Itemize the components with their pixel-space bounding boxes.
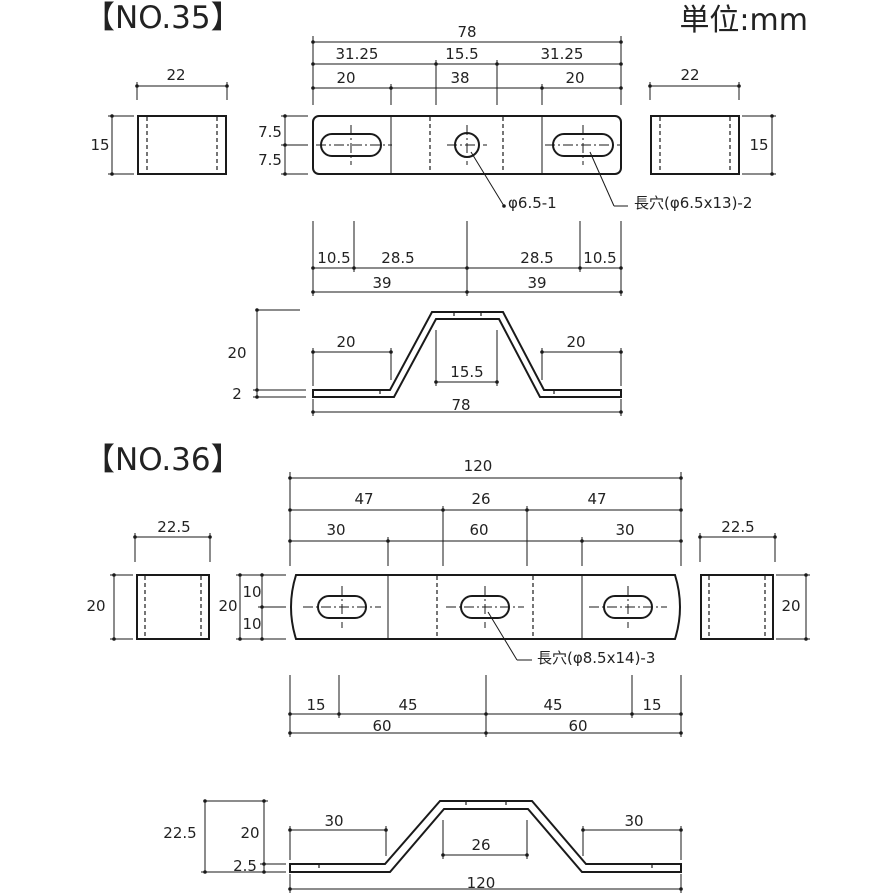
dim-label: 31.25 xyxy=(336,45,379,63)
dim-label: 22 xyxy=(680,66,699,84)
no35-callouts: φ6.5-1 長穴(φ6.5x13)-2 xyxy=(470,151,752,212)
dim-label: 20 xyxy=(781,597,800,615)
dim-label: 15.5 xyxy=(450,363,483,381)
no35-right-side-view: 22 15 xyxy=(648,66,776,176)
dim-overall: 120 xyxy=(464,457,493,475)
dim-label: 39 xyxy=(372,274,391,292)
dim-label: 20 xyxy=(565,69,584,87)
dim-label: 15 xyxy=(90,136,109,154)
dim-label: 22.5 xyxy=(163,824,196,842)
slot-hole-note: 長穴(φ8.5x14)-3 xyxy=(537,649,655,667)
dim-label: 26 xyxy=(471,836,490,854)
dim-label: 38 xyxy=(450,69,469,87)
dim-label: 60 xyxy=(372,717,391,735)
dim-label: 22.5 xyxy=(157,518,190,536)
dim-label: 30 xyxy=(615,521,634,539)
dim-label: 47 xyxy=(587,490,606,508)
dim-label: 30 xyxy=(326,521,345,539)
dim-label: 31.25 xyxy=(541,45,584,63)
dim-label: 30 xyxy=(624,812,643,830)
no36-top-view: 20 10 10 xyxy=(218,573,681,641)
dim-label: 47 xyxy=(354,490,373,508)
dim-label: 30 xyxy=(324,812,343,830)
dim-label: 20 xyxy=(336,333,355,351)
no36-right-side-view: 22.5 20 xyxy=(698,518,810,641)
dim-label: 2 xyxy=(232,385,242,403)
no35-left-side-view: 22 15 xyxy=(90,66,229,176)
dim-label: 20 xyxy=(566,333,585,351)
dim-label: 7.5 xyxy=(258,151,282,169)
dim-label: 20 xyxy=(227,344,246,362)
dim-label: 10.5 xyxy=(583,249,616,267)
dim-label: 10.5 xyxy=(317,249,350,267)
dim-label: 15 xyxy=(306,696,325,714)
no36-middle-dimensions: 15 45 45 15 60 60 xyxy=(288,675,683,737)
dim-label: 15.5 xyxy=(445,45,478,63)
dim-label: 22 xyxy=(166,66,185,84)
no36-callout: 長穴(φ8.5x14)-3 xyxy=(487,611,655,667)
dim-label: 20 xyxy=(86,597,105,615)
no36-top-dimensions: 120 47 26 47 30 60 30 xyxy=(288,457,683,566)
dim-label: 45 xyxy=(398,696,417,714)
dim-label: 60 xyxy=(568,717,587,735)
no36-profile-view: 22.5 20 2.5 30 30 26 120 xyxy=(163,799,683,893)
dim-label: 28.5 xyxy=(381,249,414,267)
unit-label: 単位:mm xyxy=(679,3,808,38)
dim-label: 120 xyxy=(467,874,496,892)
no35-middle-dimensions: 10.5 28.5 28.5 10.5 39 39 xyxy=(311,221,623,296)
no36-title: 【NO.36】 xyxy=(84,442,242,478)
dim-label: 2.5 xyxy=(233,857,257,875)
no35-top-dimensions: 78 31.25 15.5 31.25 20 38 20 xyxy=(311,23,623,105)
dim-label: 22.5 xyxy=(721,518,754,536)
dim-label: 10 xyxy=(242,615,261,633)
dim-label: 15 xyxy=(749,136,768,154)
dim-label: 20 xyxy=(336,69,355,87)
dim-label: 78 xyxy=(451,396,470,414)
no35-top-view: 7.5 7.5 xyxy=(258,114,622,176)
dim-label: 60 xyxy=(469,521,488,539)
dim-overall: 78 xyxy=(457,23,476,41)
dim-label: 15 xyxy=(642,696,661,714)
no35-profile-view: 20 2 20 20 15.5 78 xyxy=(227,308,623,416)
dim-label: 39 xyxy=(527,274,546,292)
dim-label: 20 xyxy=(240,824,259,842)
dim-label: 26 xyxy=(471,490,490,508)
dim-label: 7.5 xyxy=(258,123,282,141)
dim-label: 28.5 xyxy=(520,249,553,267)
dim-label: 10 xyxy=(242,583,261,601)
no36-left-side-view: 22.5 20 xyxy=(86,518,212,641)
no35-title: 【NO.35】 xyxy=(84,0,242,36)
round-hole-note: φ6.5-1 xyxy=(508,194,557,212)
dim-label: 20 xyxy=(218,597,237,615)
slot-hole-note: 長穴(φ6.5x13)-2 xyxy=(634,194,752,212)
dim-label: 45 xyxy=(543,696,562,714)
